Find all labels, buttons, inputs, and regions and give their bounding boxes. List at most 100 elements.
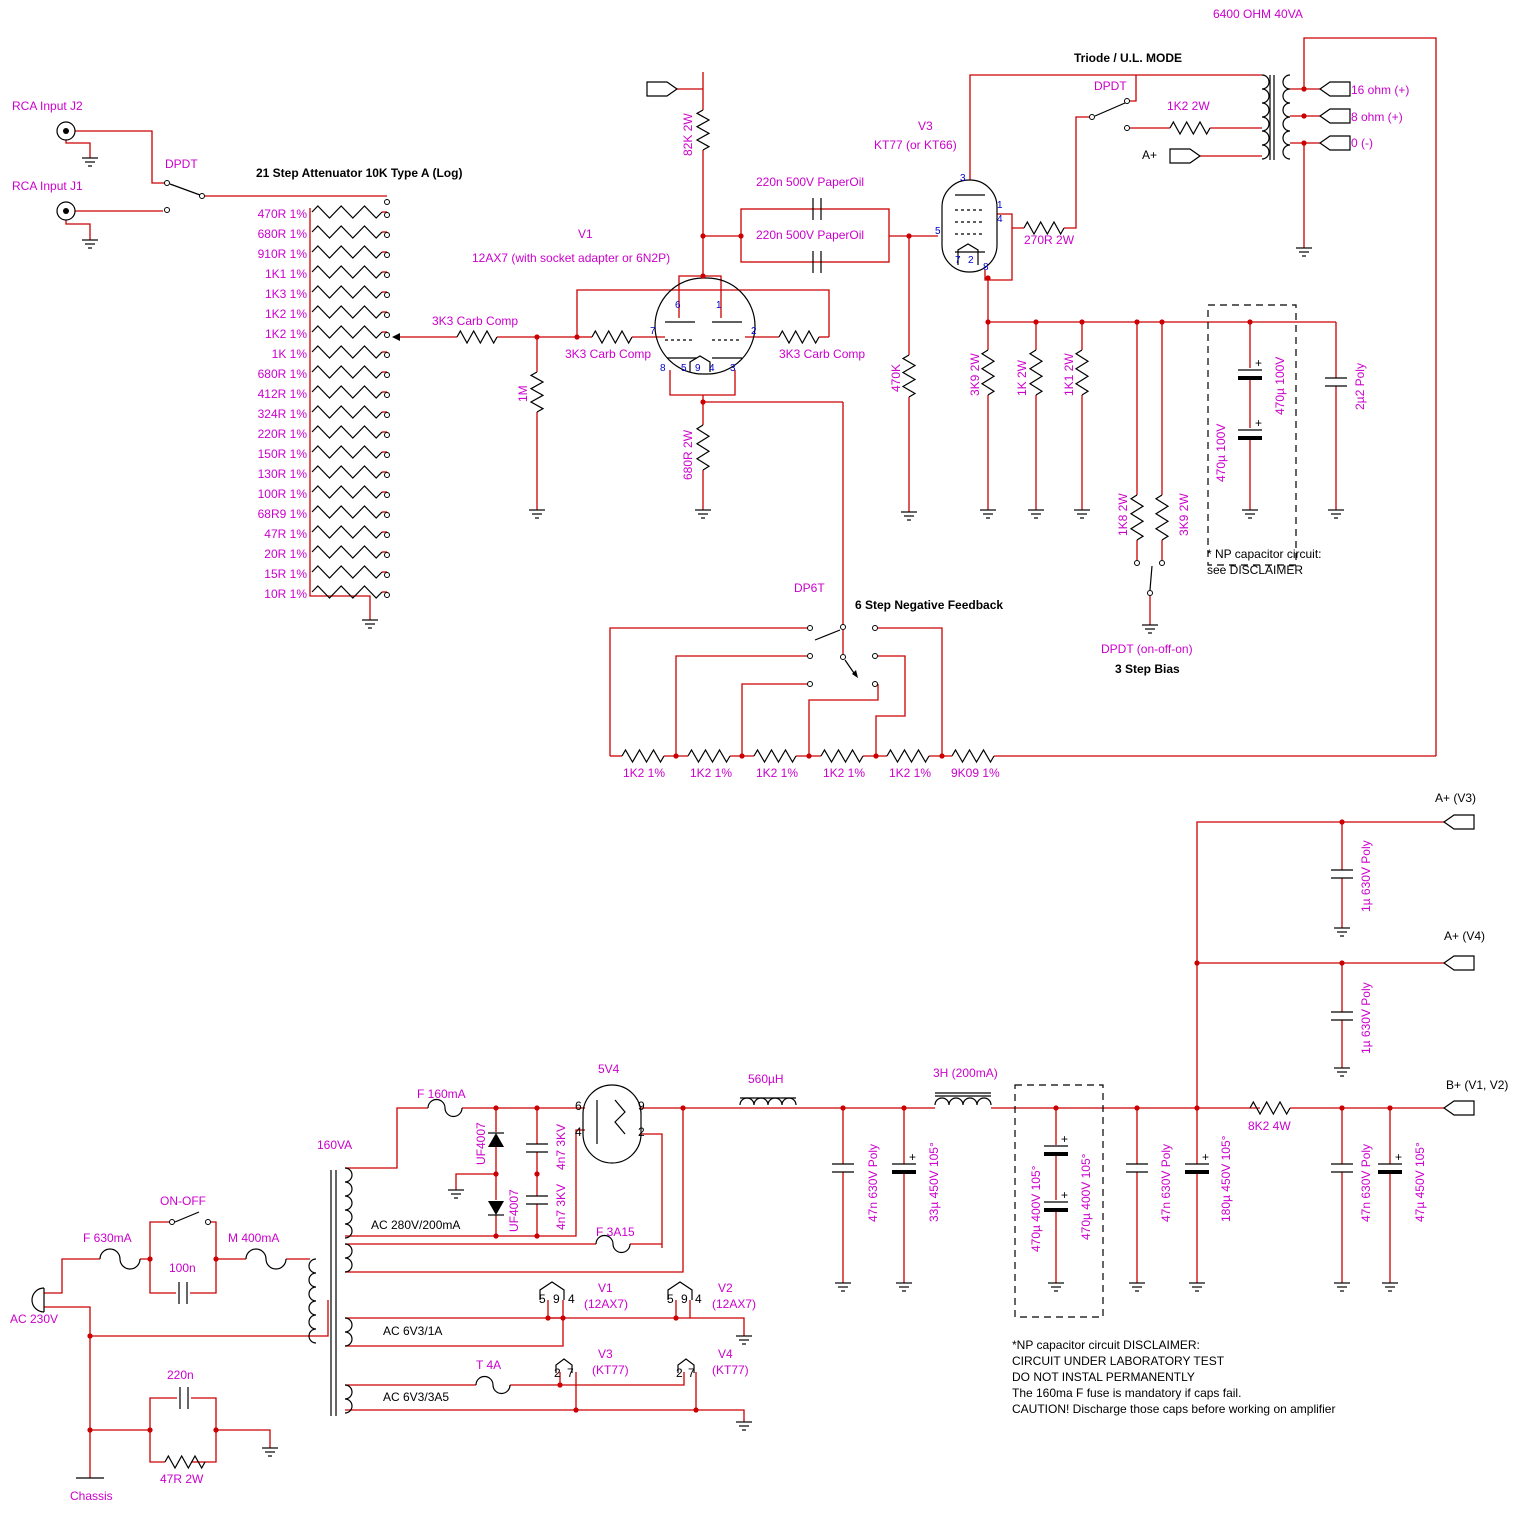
junction-dot — [738, 233, 744, 239]
v3-plate-wire — [969, 74, 1262, 180]
junction-dot — [1301, 86, 1307, 92]
coupling-grid-res-label: 470K — [889, 364, 903, 392]
selector-common-contact — [199, 193, 205, 199]
junction-dot — [693, 1407, 699, 1413]
junction-dot — [1079, 319, 1085, 325]
fuse-fil2-label: T 4A — [476, 1358, 501, 1372]
attenuator-contact — [384, 232, 390, 238]
rca-jack-j1-pin — [63, 208, 69, 214]
v1-pin-9: 9 — [695, 363, 701, 374]
fil1-top-wire — [345, 1300, 691, 1319]
v1-pin-2: 2 — [751, 326, 757, 337]
attenuator-resistor — [311, 525, 383, 539]
attenuator-resistor — [311, 505, 383, 519]
heater-v2-type: (12AX7) — [712, 1297, 756, 1311]
attenuator-resistor — [311, 325, 383, 339]
bias-res-1-label: 3K9 2W — [968, 353, 982, 396]
attenuator-step-8: 1K 1% — [272, 347, 308, 361]
attenuator-step-19: 15R 1% — [264, 567, 307, 581]
junction-dot — [557, 1382, 563, 1388]
junction-dot — [534, 334, 540, 340]
a-plus-v3-connector-icon — [1442, 814, 1475, 830]
feedback-wire-4 — [808, 684, 879, 756]
attenuator-resistor — [311, 225, 383, 239]
attenuator-contact — [384, 412, 390, 418]
v3-pin-1: 1 — [997, 200, 1003, 211]
feedback-res-2-label: 1K2 1% — [690, 766, 732, 780]
wire — [149, 1430, 165, 1463]
v1-plate-resistor — [695, 109, 711, 151]
junction-dot — [985, 275, 991, 281]
fuse-primary-label: M 400mA — [228, 1231, 279, 1245]
rail-a-v3-label: A+ (V3) — [1435, 791, 1476, 805]
mode-contact — [1124, 125, 1130, 131]
attenuator-contact — [384, 452, 390, 458]
power-switch-contact — [169, 1219, 175, 1225]
v1-pin-1: 1 — [716, 300, 722, 311]
power-switch-contact — [205, 1219, 211, 1225]
diode-2-label: UF4007 — [507, 1189, 521, 1232]
attenuator-step-15: 100R 1% — [258, 487, 308, 501]
heater-pin-v4-2: 2 — [676, 1366, 683, 1380]
a-plus-rail-wire — [1196, 821, 1444, 1108]
v3-pin-2: 2 — [968, 255, 974, 266]
bias-np-note-1: * NP capacitor circuit: — [1207, 547, 1322, 561]
heater-pin-v1-5: 5 — [539, 1292, 546, 1306]
bias-switch-lever — [1149, 565, 1153, 591]
v1-cathode-resistor — [695, 424, 711, 471]
v3-pin-5: 5 — [935, 226, 941, 237]
plus-sign: + — [1395, 1150, 1402, 1164]
choke1-icon — [739, 1097, 797, 1106]
hv-top-wire — [345, 1107, 428, 1169]
preamp-input-res-label: 3K3 Carb Comp — [432, 314, 518, 328]
bias-np-cap-bottom-plate — [1238, 436, 1262, 440]
labels: RCA Input J2 RCA Input J1 DPDT 21 Step A… — [10, 7, 1508, 1503]
heater-pin-v2-4: 4 — [695, 1292, 702, 1306]
v1-heater — [689, 355, 711, 372]
attenuator-contact — [384, 332, 390, 338]
v1-pin-3: 3 — [730, 363, 736, 374]
attenuator-contact — [384, 212, 390, 218]
junction-dots — [87, 86, 1393, 1433]
v3-tube-icon — [941, 179, 998, 273]
mode-res-label: 1K2 2W — [1167, 99, 1210, 113]
symbols: +++++++ — [31, 74, 1475, 1479]
hv-fuse-icon — [427, 1098, 463, 1118]
bias-np-note-2: see DISCLAIMER — [1207, 563, 1303, 577]
mains-neutral-wire — [44, 1300, 329, 1337]
bias-title: 3 Step Bias — [1115, 662, 1180, 676]
input-resistor — [456, 329, 498, 345]
bias-np-cap-1-label: 470µ 100V — [1214, 424, 1228, 482]
coupling-cap-mid-label: 220n 500V PaperOil — [756, 228, 864, 242]
feedback-switch-contact — [872, 681, 878, 687]
bias-switch-resistor-2 — [1154, 494, 1170, 541]
attenuator-step-5: 1K3 1% — [265, 287, 307, 301]
j2-signal-wire — [75, 130, 165, 184]
screen-res-label: 270R 2W — [1024, 233, 1075, 247]
snubber-wire — [149, 1259, 176, 1294]
preamp-grid-leak-label: 1M — [516, 385, 530, 402]
v3-pin-7: 7 — [955, 255, 961, 266]
junction-dot — [213, 1427, 219, 1433]
attenuator-resistor — [311, 245, 383, 259]
power-switch-lever — [174, 1211, 200, 1223]
bias-switch-resistor-1 — [1129, 494, 1145, 541]
junction-dot — [901, 1105, 907, 1111]
attenuator-step-10: 412R 1% — [258, 387, 308, 401]
attenuator-contact — [384, 372, 390, 378]
bias-switch-res-2-label: 3K9 2W — [1177, 493, 1191, 536]
attenuator-contact — [384, 352, 390, 358]
junction-dot — [840, 1105, 846, 1111]
screen-switch-wire — [1064, 116, 1090, 229]
mode-common-contact — [1089, 114, 1095, 120]
feedback-switch-contact — [807, 625, 813, 631]
primary-fuse-icon — [245, 1248, 287, 1270]
bias-switch-label: DPDT (on-off-on) — [1101, 642, 1193, 656]
fil2-fuse-icon — [475, 1375, 511, 1395]
switch-contact — [164, 180, 170, 186]
fuse-rect-label: F 3A15 — [596, 1225, 635, 1239]
ot-16-connector-icon — [1318, 81, 1351, 97]
ot-8-connector-icon — [1318, 108, 1351, 124]
attenuator-step-4: 1K1 1% — [265, 267, 307, 281]
attenuator-resistor — [311, 265, 383, 279]
